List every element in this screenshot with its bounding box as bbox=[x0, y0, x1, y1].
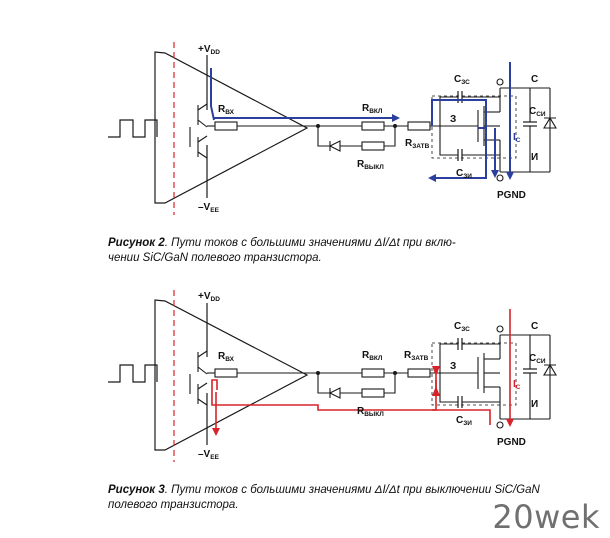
resistor-rvykl bbox=[361, 141, 385, 151]
label-vdd: +VDD bbox=[198, 291, 220, 303]
label-czs: CЗС bbox=[454, 321, 470, 333]
figure-3-caption-number: Рисунок 3 bbox=[108, 484, 165, 496]
label-rzatv: RЗАТВ bbox=[404, 350, 429, 362]
lower-bjt-symbol bbox=[197, 135, 208, 159]
figure-3-caption: Рисунок 3. Пути токов с большими значени… bbox=[108, 483, 563, 513]
label-vdd: +VDD bbox=[198, 44, 220, 56]
figure-2-caption: Рисунок 2. Пути токов с большими значени… bbox=[108, 236, 563, 266]
driver-amplifier-shape bbox=[154, 51, 309, 204]
diode-turnoff bbox=[328, 140, 341, 152]
diode-turnoff bbox=[328, 387, 341, 399]
label-czi: CЗИ bbox=[456, 415, 472, 427]
label-vee: –VEE bbox=[198, 202, 220, 214]
figure-2-caption-text: . Пути токов с большими значениями ΔI/Δt… bbox=[108, 237, 456, 264]
blue-current-path-supply bbox=[210, 68, 215, 121]
resistor-rvykl bbox=[361, 388, 385, 398]
blue-current-path-return bbox=[428, 128, 487, 182]
label-drain: С bbox=[531, 74, 538, 85]
label-czs: CЗС bbox=[454, 74, 470, 86]
label-rvykl: RВЫКЛ bbox=[357, 406, 384, 418]
input-square-wave bbox=[108, 364, 158, 383]
label-drain: С bbox=[531, 321, 538, 332]
label-czi: CЗИ bbox=[456, 168, 472, 180]
input-square-wave bbox=[108, 119, 158, 138]
label-rvx: RВХ bbox=[218, 351, 235, 363]
label-vee: –VEE bbox=[198, 449, 220, 461]
watermark-logo: 20wek bbox=[492, 498, 600, 536]
label-pgnd: PGND bbox=[497, 190, 526, 201]
label-rvx: RВХ bbox=[218, 104, 235, 116]
resistor-rzatv bbox=[407, 121, 431, 131]
upper-bjt-symbol bbox=[197, 350, 208, 375]
mosfet-symbol bbox=[477, 335, 501, 419]
figure-2-caption-number: Рисунок 2 bbox=[108, 237, 165, 249]
label-source: И bbox=[531, 152, 538, 163]
upper-bjt-symbol bbox=[197, 103, 208, 128]
label-gate: З bbox=[450, 114, 456, 125]
label-gate: З bbox=[450, 361, 456, 372]
label-pgnd: PGND bbox=[497, 437, 526, 448]
label-csi: CСИ bbox=[529, 353, 546, 365]
resistor-rzatv bbox=[407, 368, 431, 378]
lower-bjt-symbol bbox=[197, 382, 208, 406]
resistor-rvx bbox=[214, 121, 238, 131]
label-source: И bbox=[531, 399, 538, 410]
resistor-rvkl bbox=[361, 368, 385, 378]
label-rzatv: RЗАТВ bbox=[405, 138, 430, 150]
label-ic: IC bbox=[513, 132, 521, 144]
label-rvykl: RВЫКЛ bbox=[357, 159, 384, 171]
label-rvkl: RВКЛ bbox=[362, 350, 383, 362]
resistor-rvx bbox=[214, 368, 238, 378]
figure-2-schematic: +VDD –VEE RВХ RВКЛ RВЫКЛ RЗАТВ CЗС CЗИ C… bbox=[108, 42, 557, 215]
label-ic: IC bbox=[513, 379, 521, 391]
resistor-rvkl bbox=[361, 121, 385, 131]
figure-3-schematic: +VDD –VEE RВХ RВКЛ RВЫКЛ RЗАТВ CЗС CЗИ C… bbox=[108, 290, 557, 462]
mosfet-region-box bbox=[431, 342, 517, 406]
red-current-path-return bbox=[211, 379, 437, 411]
driver-amplifier-shape bbox=[154, 299, 309, 451]
figure-3-caption-text: . Пути токов с большими значениями ΔI/Δt… bbox=[108, 484, 540, 511]
label-rvkl: RВКЛ bbox=[362, 103, 383, 115]
mosfet-region-box bbox=[431, 95, 517, 159]
blue-current-path-gate bbox=[431, 99, 487, 129]
label-csi: CСИ bbox=[529, 106, 546, 118]
